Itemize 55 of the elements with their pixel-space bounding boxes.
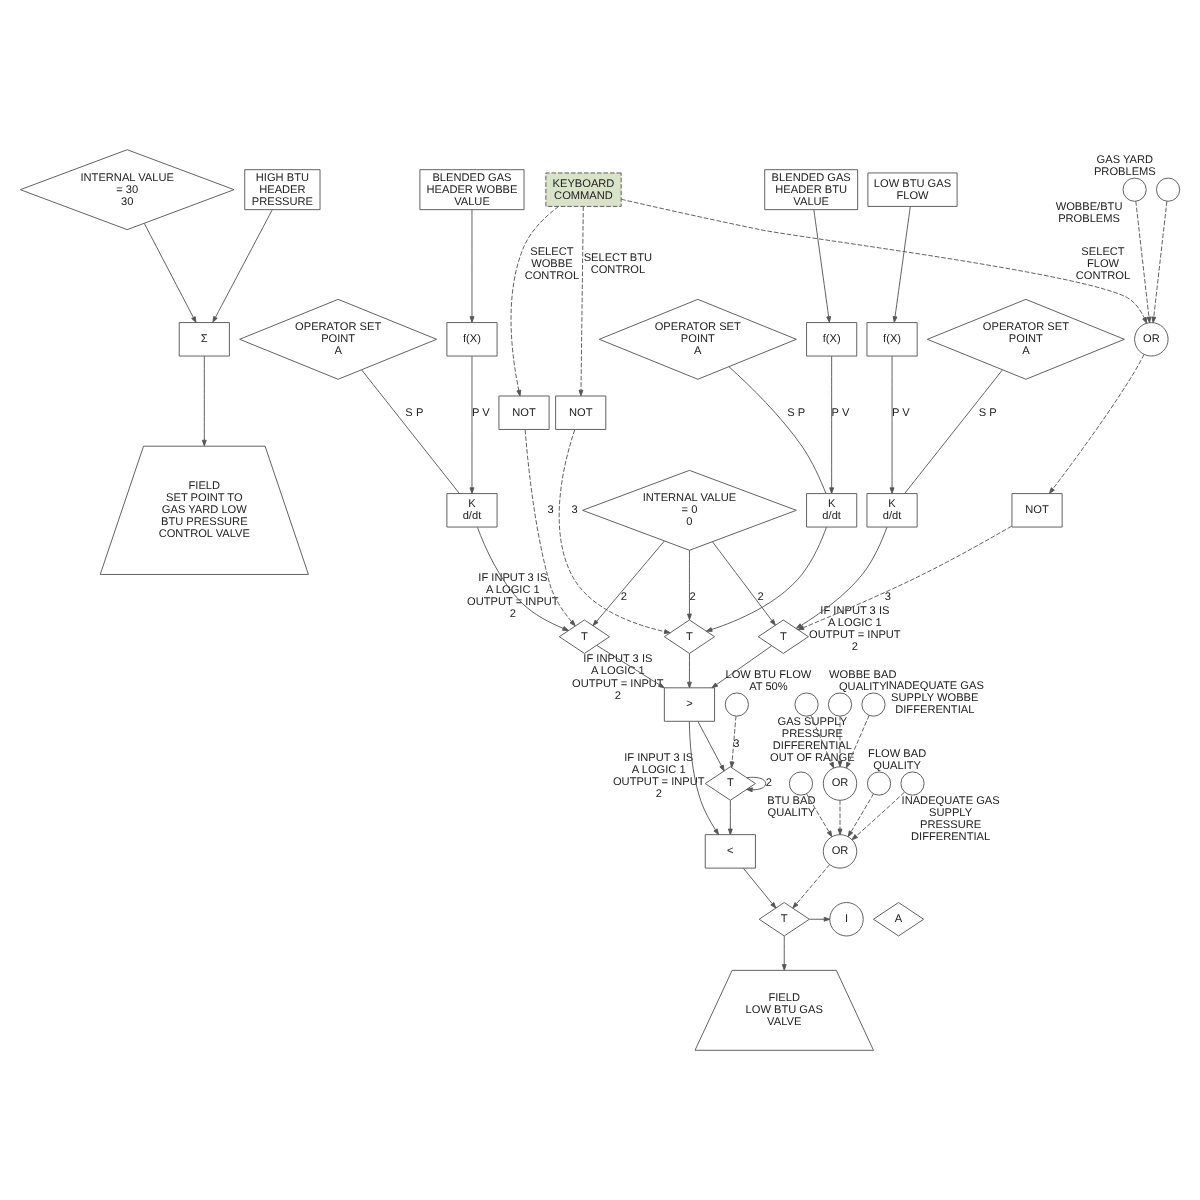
arrow — [810, 715, 835, 769]
arrow — [524, 429, 576, 627]
arrow — [837, 800, 843, 836]
arrow — [592, 540, 665, 627]
arrow — [792, 864, 830, 909]
arrow — [845, 715, 870, 769]
arrow — [469, 355, 475, 494]
node-circle — [900, 771, 925, 796]
arrow — [781, 935, 787, 971]
node-circle — [724, 692, 749, 717]
arrow — [578, 206, 584, 397]
arrow — [688, 720, 720, 836]
node-circle — [1156, 177, 1181, 202]
arrow — [851, 791, 905, 841]
arrow — [687, 549, 692, 621]
arrow — [829, 355, 835, 494]
arrow — [476, 526, 569, 631]
arrow — [711, 541, 776, 626]
node-circle — [866, 771, 892, 796]
arrow — [837, 715, 843, 768]
arrow — [742, 867, 777, 909]
arrow — [847, 793, 874, 838]
node-circle — [827, 692, 853, 717]
connector — [361, 369, 460, 495]
arrow — [201, 355, 207, 447]
arrow — [729, 715, 737, 768]
arrow — [620, 198, 1148, 324]
connector — [728, 366, 827, 494]
arrow — [697, 721, 725, 772]
arrow — [469, 209, 475, 323]
arrow — [510, 206, 559, 397]
arrow — [892, 205, 911, 323]
arrow — [806, 793, 833, 838]
arrow — [727, 800, 733, 836]
arrow — [687, 653, 692, 689]
arrow — [212, 209, 273, 323]
connector — [904, 369, 1003, 495]
node-circle — [1122, 177, 1147, 202]
arrow — [889, 355, 895, 494]
arrow — [1048, 354, 1145, 494]
arrow — [596, 645, 665, 689]
arrow — [795, 526, 888, 629]
arrow — [1135, 200, 1152, 324]
arrow — [797, 525, 1012, 631]
arrow — [711, 645, 772, 689]
arrow — [705, 526, 827, 632]
arrow — [746, 776, 767, 793]
node-circle — [788, 771, 814, 796]
arrow — [1151, 200, 1168, 324]
arrow — [143, 222, 197, 323]
node-circle — [861, 692, 886, 717]
arrow — [558, 429, 671, 634]
arrow — [809, 916, 831, 922]
arrow — [813, 209, 832, 323]
node-circle — [794, 692, 819, 717]
